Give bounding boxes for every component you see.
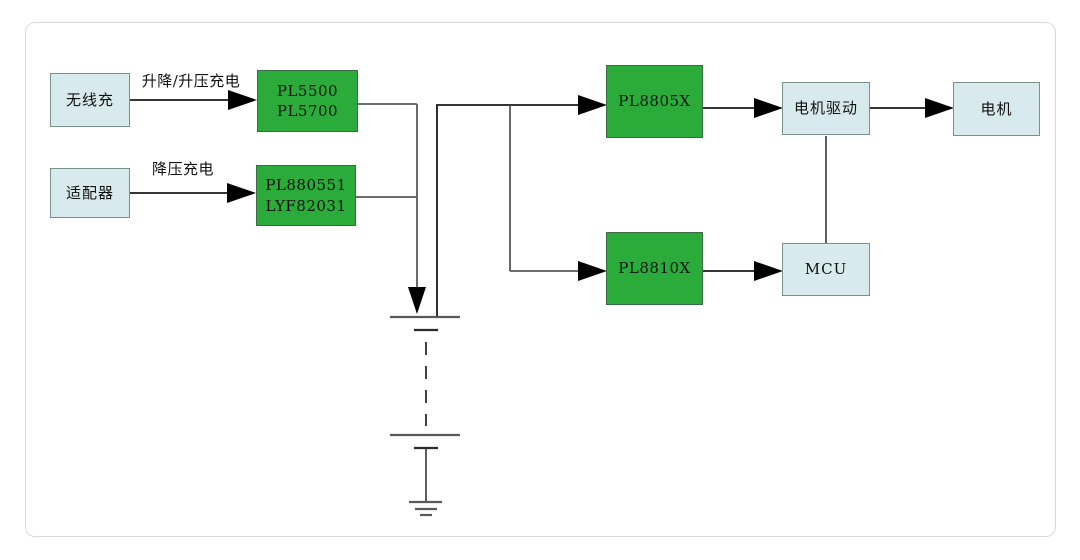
node-label: PL8805X bbox=[618, 92, 691, 111]
node-label: 无线充 bbox=[65, 90, 114, 109]
node-pl8810x: PL8810X bbox=[606, 232, 703, 305]
battery-icon bbox=[390, 315, 460, 450]
node-label: MCU bbox=[804, 260, 848, 279]
edge-battery-to-pl8805x bbox=[436, 95, 607, 316]
edge-charger-ics-to-battery bbox=[356, 103, 426, 314]
edge-label-buck-boost-charge: 升降/升压充电 bbox=[141, 72, 241, 90]
node-label: 适配器 bbox=[65, 183, 114, 202]
node-label-line2: PL5700 bbox=[276, 102, 339, 120]
edge-label-buck-charge: 降压充电 bbox=[151, 160, 214, 178]
edge-battery-to-pl8810x bbox=[509, 105, 607, 281]
edge-wireless-to-charger-ic bbox=[130, 90, 257, 110]
node-pl8805x: PL8805X bbox=[606, 65, 703, 138]
node-adapter: 适配器 bbox=[50, 168, 130, 218]
node-wireless-charger: 无线充 bbox=[50, 73, 130, 127]
node-label-line1: PL5500 bbox=[276, 81, 339, 100]
node-charge-ic-pl5500: PL5500 PL5700 bbox=[257, 70, 358, 132]
node-label: 电机 bbox=[980, 99, 1013, 118]
ground-icon bbox=[409, 449, 442, 517]
node-label: 电机驱动 bbox=[793, 99, 858, 118]
node-label-line1: PL880551 bbox=[265, 176, 347, 195]
edge-pl8805x-to-motor-driver bbox=[703, 98, 783, 118]
edge-motor-driver-to-motor bbox=[870, 98, 954, 118]
edge-adapter-to-charger-ic bbox=[130, 183, 256, 203]
node-motor: 电机 bbox=[953, 82, 1040, 136]
node-motor-driver: 电机驱动 bbox=[782, 82, 870, 135]
edge-pl8810x-to-mcu bbox=[703, 261, 783, 281]
node-label-line2: LYF82031 bbox=[265, 196, 347, 215]
node-label: PL8810X bbox=[618, 259, 691, 278]
node-mcu: MCU bbox=[782, 243, 870, 296]
node-charge-ic-pl880551: PL880551 LYF82031 bbox=[256, 165, 356, 226]
